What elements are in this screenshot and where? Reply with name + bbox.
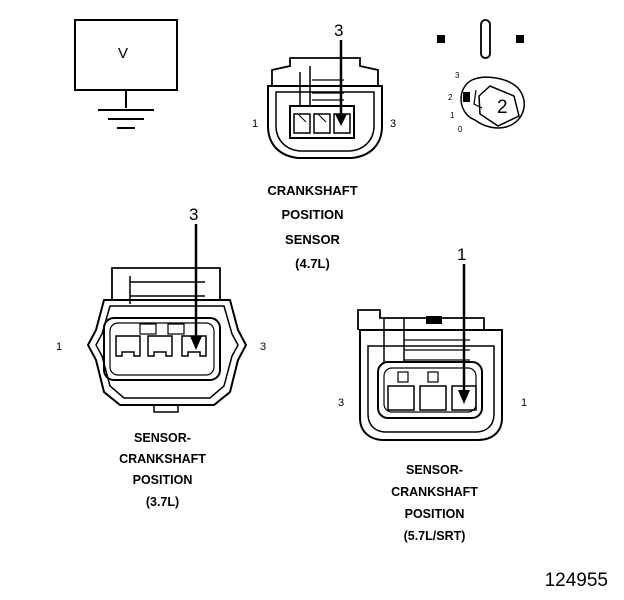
connector-title-line: CRANKSHAFT <box>391 485 478 499</box>
key-position-label: 3 <box>455 71 460 80</box>
arrow-pin-number: 3 <box>334 21 344 40</box>
arrow-pin-3-3-7l <box>190 224 202 350</box>
connector-title-line: (3.7L) <box>145 495 180 509</box>
voltmeter-symbol <box>74 19 178 129</box>
voltmeter-label: V <box>118 45 129 62</box>
key-position-label: 0 <box>458 125 463 134</box>
connector-title-line: SENSOR- <box>406 463 463 477</box>
arrow-pin-number: 3 <box>189 205 199 224</box>
figure-number: 124955 <box>544 570 608 591</box>
connector-title-line: CRANKSHAFT <box>119 452 206 466</box>
ground-icon <box>98 109 154 129</box>
connector-title-line: POSITION <box>404 507 465 521</box>
key-position-value: 2 <box>497 97 508 118</box>
connector-3-7l <box>86 267 248 413</box>
connector-title-line: (5.7L/SRT) <box>403 529 466 543</box>
connector-title-line: POSITION <box>132 473 193 487</box>
arrow-pin-3-4-7l <box>335 40 347 126</box>
connector-4-7l <box>267 57 383 159</box>
connector-title-line: CRANKSHAFT <box>267 183 358 198</box>
pin-label-left: 3 <box>338 397 345 409</box>
arrow-pin-1-5-7l <box>458 264 470 404</box>
pin-label-right: 1 <box>521 397 528 409</box>
connector-title-line: (4.7L) <box>295 256 330 271</box>
arrow-pin-number: 1 <box>457 245 467 264</box>
connector-5-7l <box>357 309 503 441</box>
pin-label-left: 1 <box>252 118 259 130</box>
pin-label-right: 3 <box>390 118 397 130</box>
connector-title-line: SENSOR- <box>134 431 191 445</box>
connector-title-line: SENSOR <box>285 232 340 247</box>
pin-label-right: 3 <box>260 341 267 353</box>
key-position-label: 1 <box>450 111 455 120</box>
connector-title-line: POSITION <box>281 207 344 222</box>
pin-label-left: 1 <box>56 341 63 353</box>
key-position-label: 2 <box>448 93 453 102</box>
ignition-key-icon <box>437 19 525 129</box>
